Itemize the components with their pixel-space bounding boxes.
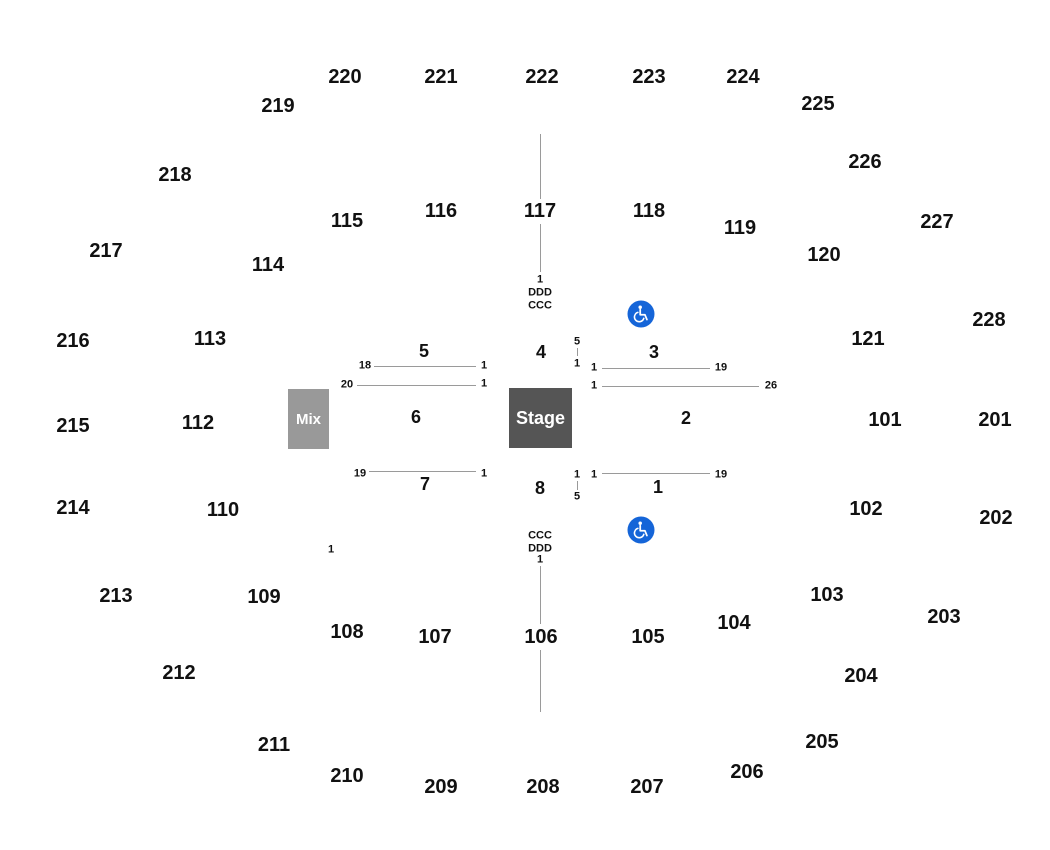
section-114[interactable]: 114: [251, 254, 285, 276]
row-label: 18: [358, 359, 372, 372]
section-227[interactable]: 227: [920, 211, 954, 233]
row-label: CCC: [528, 299, 552, 312]
row-label: 1: [590, 379, 598, 392]
row-label: 1: [480, 377, 488, 390]
section-116[interactable]: 116: [424, 200, 458, 222]
row-line-section-4: [577, 348, 578, 356]
wheelchair-accessible-icon: [627, 516, 655, 544]
row-label: 1: [536, 273, 544, 286]
row-label: 1: [536, 553, 544, 566]
section-209[interactable]: 209: [424, 776, 458, 798]
row-line-section-5: [374, 366, 476, 367]
row-label: CCC: [528, 529, 552, 542]
section-217[interactable]: 217: [89, 240, 123, 262]
section-107[interactable]: 107: [418, 626, 452, 648]
row-line-section-1: [602, 473, 710, 474]
section-224[interactable]: 224: [726, 66, 760, 88]
row-label: DDD: [528, 286, 552, 299]
section-212[interactable]: 212: [162, 662, 196, 684]
section-119[interactable]: 119: [723, 217, 757, 239]
aisle-line-bottom: [540, 650, 541, 712]
section-214[interactable]: 214: [56, 497, 90, 519]
section-113[interactable]: 113: [193, 328, 227, 350]
section-110[interactable]: 110: [206, 499, 240, 521]
floor-section-4[interactable]: 4: [535, 342, 547, 362]
row-line-section-7: [369, 471, 476, 472]
section-225[interactable]: 225: [801, 93, 835, 115]
row-label: 5: [573, 335, 581, 348]
section-206[interactable]: 206: [730, 761, 764, 783]
section-109[interactable]: 109: [247, 586, 281, 608]
section-201[interactable]: 201: [978, 409, 1012, 431]
row-label: 19: [353, 467, 367, 480]
section-120[interactable]: 120: [807, 244, 841, 266]
stage: Stage: [509, 388, 572, 448]
floor-section-7[interactable]: 7: [419, 474, 431, 494]
row-label: 1: [480, 359, 488, 372]
section-115[interactable]: 115: [330, 210, 364, 232]
row-label: 19: [714, 468, 728, 481]
section-101[interactable]: 101: [868, 409, 902, 431]
row-line-section-6: [357, 385, 476, 386]
row-label: 26: [764, 379, 778, 392]
section-118[interactable]: 118: [632, 200, 666, 222]
section-105[interactable]: 105: [631, 626, 665, 648]
section-211[interactable]: 211: [257, 734, 291, 756]
section-112[interactable]: 112: [181, 412, 215, 434]
section-215[interactable]: 215: [56, 415, 90, 437]
mix-position: Mix: [288, 389, 329, 449]
section-213[interactable]: 213: [99, 585, 133, 607]
row-line-section-2: [602, 386, 759, 387]
section-121[interactable]: 121: [851, 328, 885, 350]
row-label: DDD: [528, 542, 552, 555]
section-222[interactable]: 222: [525, 66, 559, 88]
section-219[interactable]: 219: [261, 95, 295, 117]
row-label: 1: [327, 543, 335, 556]
section-203[interactable]: 203: [927, 606, 961, 628]
section-207[interactable]: 207: [630, 776, 664, 798]
section-102[interactable]: 102: [849, 498, 883, 520]
mix-label: Mix: [295, 410, 321, 428]
section-208[interactable]: 208: [526, 776, 560, 798]
section-220[interactable]: 220: [328, 66, 362, 88]
floor-section-2[interactable]: 2: [680, 408, 692, 428]
floor-section-1[interactable]: 1: [652, 477, 664, 497]
stage-label: Stage: [515, 407, 566, 428]
floor-section-6[interactable]: 6: [410, 407, 422, 427]
section-103[interactable]: 103: [810, 584, 844, 606]
section-104[interactable]: 104: [717, 612, 751, 634]
section-218[interactable]: 218: [158, 164, 192, 186]
section-202[interactable]: 202: [979, 507, 1013, 529]
wheelchair-accessible-icon: [627, 300, 655, 328]
row-label: 5: [573, 490, 581, 503]
section-226[interactable]: 226: [848, 151, 882, 173]
row-label: 1: [573, 357, 581, 370]
floor-section-5[interactable]: 5: [418, 341, 430, 361]
row-label: 20: [340, 378, 354, 391]
row-label: 1: [573, 468, 581, 481]
section-216[interactable]: 216: [56, 330, 90, 352]
section-106[interactable]: 106: [524, 626, 558, 648]
row-label: 1: [590, 468, 598, 481]
row-label: 1: [480, 467, 488, 480]
section-108[interactable]: 108: [330, 621, 364, 643]
section-221[interactable]: 221: [424, 66, 458, 88]
row-label: 1: [590, 361, 598, 374]
aisle-line-top-lower: [540, 224, 541, 272]
floor-section-8[interactable]: 8: [534, 478, 546, 498]
section-117[interactable]: 117: [523, 200, 557, 222]
row-label: 19: [714, 361, 728, 374]
aisle-line-bottom-upper: [540, 566, 541, 624]
section-223[interactable]: 223: [632, 66, 666, 88]
section-205[interactable]: 205: [805, 731, 839, 753]
aisle-line-top: [540, 134, 541, 199]
section-204[interactable]: 204: [844, 665, 878, 687]
floor-section-3[interactable]: 3: [648, 342, 660, 362]
row-line-section-8: [577, 481, 578, 490]
row-line-section-3: [602, 368, 710, 369]
section-228[interactable]: 228: [972, 309, 1006, 331]
section-210[interactable]: 210: [330, 765, 364, 787]
